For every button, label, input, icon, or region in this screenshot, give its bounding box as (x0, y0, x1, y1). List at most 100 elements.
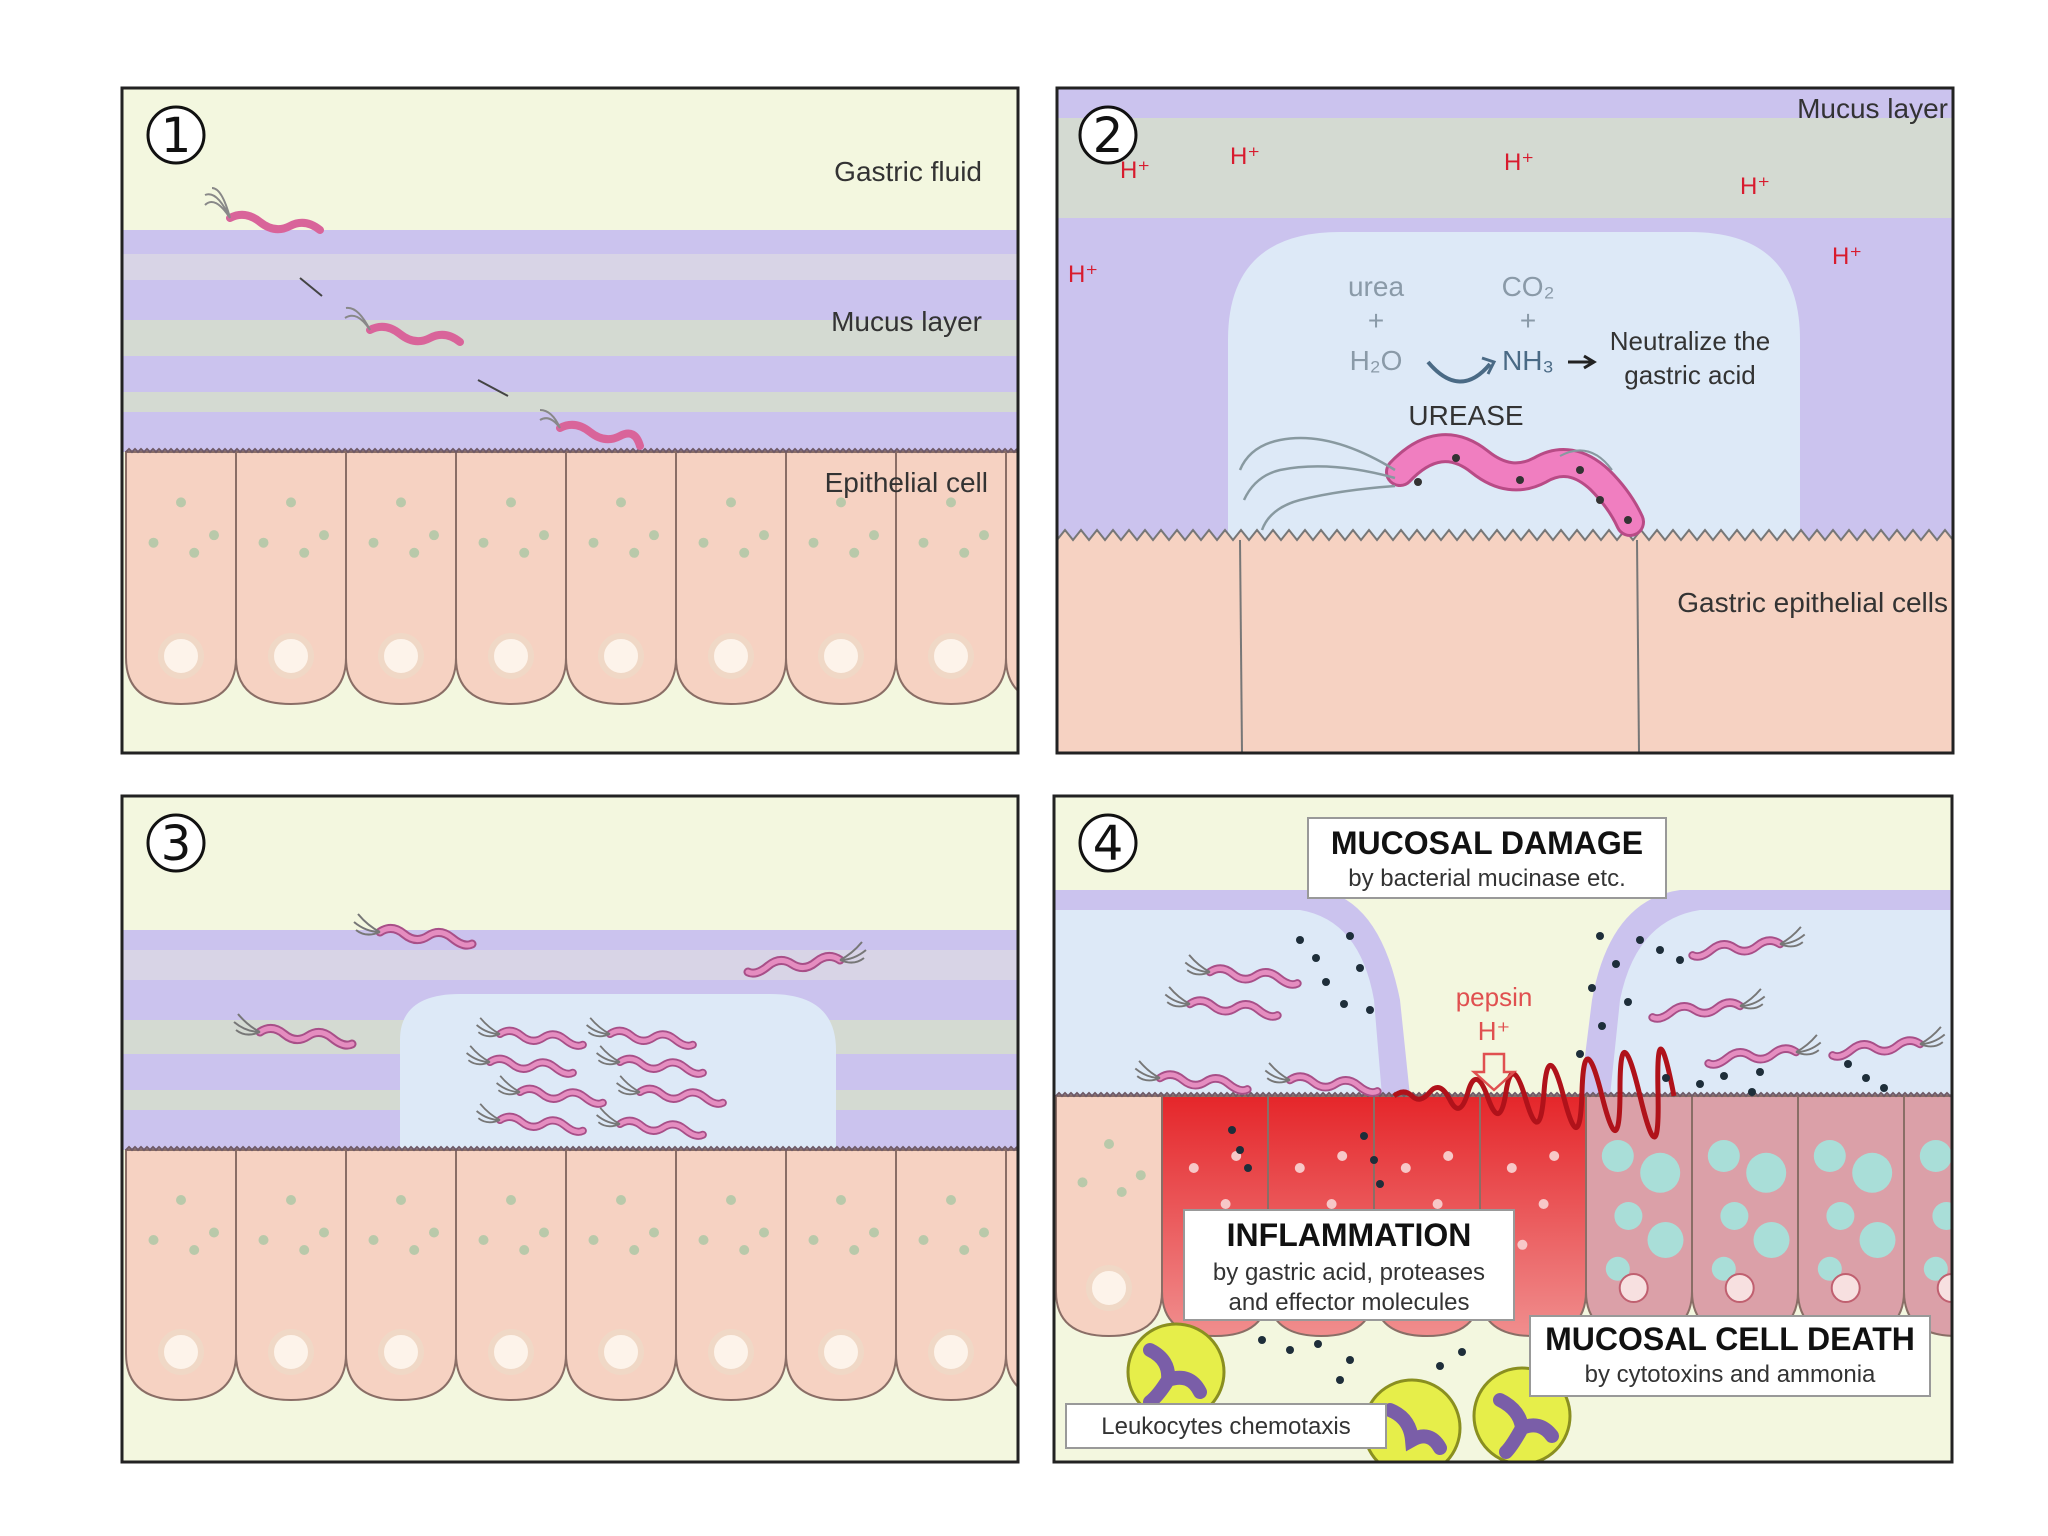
bacterium (1828, 1026, 1946, 1061)
arrow-icon (477, 379, 509, 397)
h-ion: H⁺ (1120, 157, 1150, 184)
mucosal-damage-box: MUCOSAL DAMAGE by bacterial mucinase etc… (1307, 817, 1667, 899)
epithelial-cell (345, 451, 457, 706)
urea-label: urea (1348, 271, 1404, 302)
epithelial-cell (125, 451, 237, 706)
epithelial-surface (1057, 528, 1953, 753)
bacterium (1238, 433, 1645, 537)
plus-sign: + (1368, 305, 1384, 336)
bacterium (476, 1103, 587, 1136)
inflammation-box: INFLAMMATION by gastric acid, proteases … (1183, 1209, 1515, 1321)
plus-sign: + (1520, 305, 1536, 336)
epithelial-cell (345, 1149, 457, 1402)
panel-2: H⁺ H⁺ H⁺ H⁺ H⁺ H⁺ urea + H₂O CO₂ + NH₃ N… (1057, 88, 1953, 753)
bacteria (1134, 926, 1946, 1097)
mucus-layer-label: Mucus layer (1797, 93, 1948, 124)
epithelial-cell (675, 451, 787, 706)
bacterium (616, 1075, 727, 1108)
bacterium (596, 1045, 707, 1078)
cell-death-subtitle: by cytotoxins and ammonia (1585, 1361, 1876, 1388)
bacterium (743, 941, 867, 978)
mucosal-damage-title: MUCOSAL DAMAGE (1331, 825, 1643, 861)
damaged-surface (1392, 1046, 1677, 1140)
particles (1228, 932, 1888, 1384)
inflammation-subtitle: and effector molecules (1228, 1289, 1469, 1316)
leukocytes-label: Leukocytes chemotaxis (1101, 1413, 1350, 1440)
h-ion: H⁺ (1504, 149, 1534, 176)
inflammation-subtitle: by gastric acid, proteases (1213, 1259, 1485, 1286)
h-ion: H⁺ (1230, 143, 1260, 170)
epithelial-cell (1005, 451, 1018, 693)
epithelial-cell (675, 1149, 787, 1402)
svg-text:2: 2 (1093, 108, 1124, 164)
bacterium (233, 1013, 357, 1050)
arrow-icon (1568, 354, 1597, 370)
leukocyte (1126, 1322, 1226, 1422)
down-arrow-icon (1470, 1052, 1518, 1092)
mucus-layer-label: Mucus layer (831, 306, 982, 337)
epithelial-cell (1055, 1095, 1163, 1338)
bacterium (596, 1107, 707, 1140)
h-ion: H⁺ (1740, 173, 1770, 200)
h2o-label: H₂O (1350, 345, 1403, 376)
reaction-arrow-icon (1426, 360, 1492, 384)
epithelial-cell-row (125, 1145, 1018, 1402)
epithelial-cell-label: Epithelial cell (825, 467, 988, 498)
panel-1: Gastric fluid Mucus layer Epithelial cel… (122, 88, 1018, 753)
epithelial-cell (565, 1149, 677, 1402)
gastric-epithelial-cells-label: Gastric epithelial cells (1677, 587, 1948, 618)
svg-text:1: 1 (161, 108, 192, 164)
bacterium (1264, 1062, 1382, 1097)
mucosal-damage-subtitle: by bacterial mucinase etc. (1348, 865, 1625, 892)
cell-death-title: MUCOSAL CELL DEATH (1545, 1321, 1915, 1357)
bacterium (1184, 954, 1302, 989)
neutralize-label: gastric acid (1624, 360, 1756, 390)
h-ion: H⁺ (1832, 243, 1862, 270)
inflammation-title: INFLAMMATION (1227, 1217, 1472, 1253)
neutralize-label: Neutralize the (1610, 326, 1770, 356)
epithelial-cell (455, 1149, 567, 1402)
gastric-fluid-label: Gastric fluid (834, 156, 982, 187)
panel-number-2: 2 (1078, 105, 1138, 165)
bacterium (204, 187, 324, 234)
bacterium (1648, 988, 1766, 1023)
h-ion: H⁺ (1068, 261, 1098, 288)
epithelial-cell (455, 451, 567, 706)
panel-number-1: 1 (146, 105, 206, 165)
epithelial-cell (785, 451, 897, 706)
bacterium (476, 1017, 587, 1050)
bacteria-colony (233, 913, 867, 1140)
svg-text:4: 4 (1093, 816, 1124, 872)
epithelial-cell (565, 451, 677, 706)
colony-bubble (1228, 232, 1800, 548)
epithelial-cell (125, 1149, 237, 1402)
bacterium (539, 409, 644, 450)
panel-4: pepsin H⁺ MUCOSAL DAMAGE by bacterial mu… (1054, 796, 1952, 1462)
epithelial-cell (895, 1149, 1007, 1402)
epithelial-cell (235, 451, 347, 706)
cell-death-box: MUCOSAL CELL DEATH by cytotoxins and amm… (1529, 1315, 1931, 1397)
bacterium (1688, 926, 1806, 961)
bacterium (496, 1075, 607, 1108)
pepsin-label: pepsin (1456, 982, 1533, 1012)
panel-3 (122, 796, 1018, 1462)
epithelial-cell-row (125, 447, 1018, 706)
bacterium (344, 306, 464, 346)
bacterium (1164, 986, 1282, 1021)
bacterium (1704, 1034, 1822, 1069)
nh3-label: NH₃ (1502, 345, 1554, 376)
bacterium (353, 913, 477, 950)
epithelial-cell (895, 451, 1007, 706)
bacterium (466, 1045, 577, 1078)
epithelial-cell (785, 1149, 897, 1402)
panel-number-4: 4 (1078, 813, 1138, 873)
h-ion: H⁺ (1478, 1016, 1511, 1046)
co2-label: CO₂ (1502, 271, 1555, 302)
epithelial-cell (1903, 1095, 1952, 1337)
bacterium (1134, 1060, 1252, 1095)
urease-label: UREASE (1408, 400, 1523, 431)
epithelial-cell (235, 1149, 347, 1402)
epithelial-cell (1005, 1149, 1018, 1389)
panel-number-3: 3 (146, 813, 206, 873)
